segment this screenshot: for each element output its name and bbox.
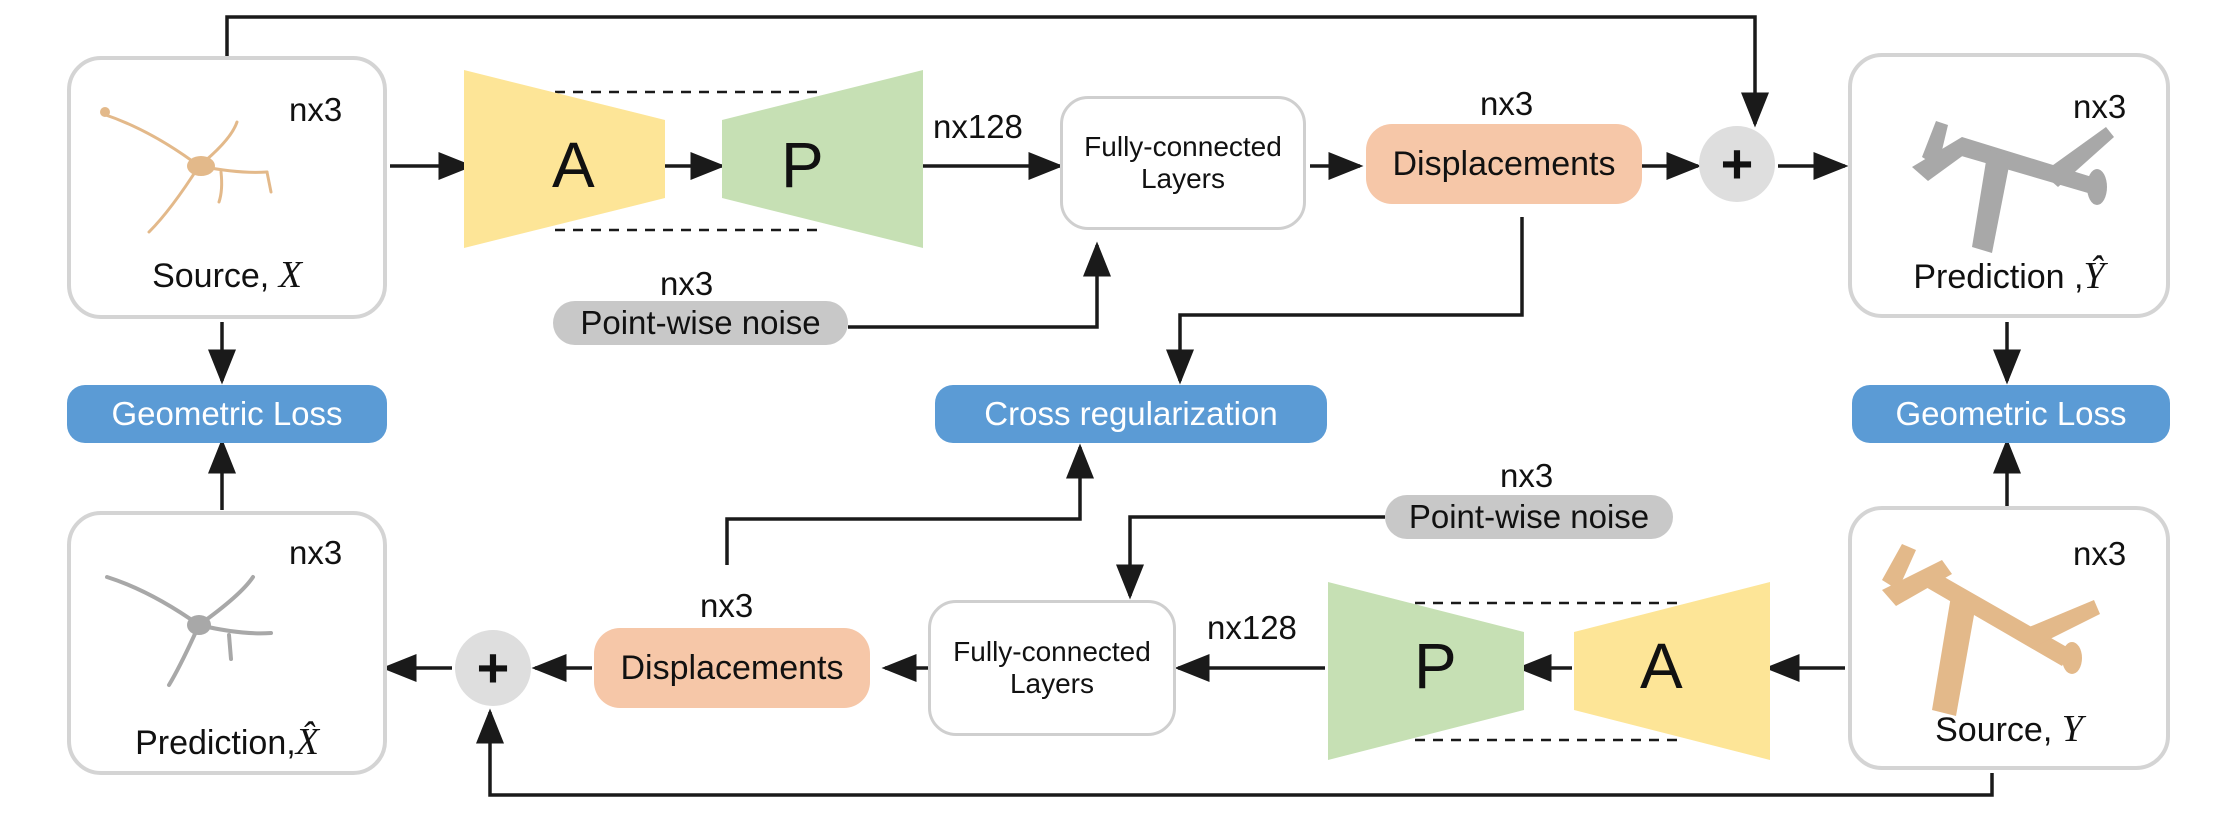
- source-x-panel: nx3 Source, X: [67, 56, 387, 319]
- source-x-var: X: [278, 254, 302, 296]
- prediction-xhat-dim: nx3: [289, 534, 343, 571]
- bottom-displacements-box: Displacements: [594, 628, 870, 708]
- prediction-yhat-panel: nx3 Prediction ,Ŷ: [1848, 53, 2170, 318]
- bottom-noise-dim: nx3: [1500, 457, 1554, 494]
- source-x-caption: Source, X: [71, 256, 383, 294]
- top-encoder-p-shape: [722, 70, 923, 248]
- prediction-xhat-point-cloud: [105, 575, 273, 687]
- prediction-yhat-label: Prediction ,: [1913, 258, 2084, 296]
- prediction-yhat-caption: Prediction ,Ŷ: [1852, 257, 2166, 295]
- prediction-xhat-panel: nx3 Prediction,X̂: [67, 511, 387, 775]
- top-disp-dim: nx3: [1480, 85, 1534, 122]
- bottom-disp-to-cross-arrow: [725, 443, 1094, 565]
- source-y-var: Y: [2061, 708, 2083, 750]
- source-y-point-cloud: [1882, 544, 2100, 716]
- left-geometric-loss: Geometric Loss: [67, 385, 387, 443]
- top-noise-pill: Point-wise noise: [553, 301, 848, 345]
- top-displacements-box: Displacements: [1366, 124, 1642, 204]
- cross-regularization: Cross regularization: [935, 385, 1327, 443]
- bottom-disp-dim: nx3: [700, 587, 754, 624]
- bottom-encoder-a-shape: [1574, 582, 1770, 760]
- prediction-xhat-label: Prediction,: [135, 724, 296, 762]
- prediction-xhat-caption: Prediction,X̂: [71, 723, 383, 761]
- bottom-skip-arrow: [476, 708, 1994, 797]
- bottom-noise-to-fc-arrow: [1116, 515, 1385, 600]
- prediction-yhat-dim: nx3: [2073, 88, 2127, 125]
- bottom-noise-pill: Point-wise noise: [1385, 495, 1673, 539]
- bottom-encoder-a-label: A: [1640, 630, 1683, 702]
- encoder-guides: [555, 90, 1685, 742]
- top-feature-dim: nx128: [933, 108, 1023, 145]
- source-x-label: Source,: [152, 257, 279, 295]
- prediction-yhat-var: Ŷ: [2083, 255, 2105, 297]
- right-geometric-loss: Geometric Loss: [1852, 385, 2170, 443]
- top-disp-to-cross-arrow: [1166, 217, 1524, 385]
- bottom-fc-line1: Fully-connected: [953, 635, 1151, 667]
- prediction-xhat-var: X̂: [295, 721, 319, 763]
- prediction-yhat-point-cloud: [1912, 121, 2114, 253]
- top-fc-line1: Fully-connected: [1084, 130, 1282, 162]
- top-plus-node: +: [1699, 126, 1775, 202]
- top-encoder-a-shape: [464, 70, 665, 248]
- source-y-panel: nx3 Source, Y: [1848, 506, 2170, 770]
- top-noise-to-fc-arrow: [848, 241, 1111, 329]
- top-fc-layers-box: Fully-connected Layers: [1060, 96, 1306, 230]
- bottom-feature-dim: nx128: [1207, 609, 1297, 646]
- top-encoder-p-label: P: [781, 129, 824, 201]
- source-x-point-cloud: [100, 107, 273, 234]
- source-y-caption: Source, Y: [1852, 710, 2166, 748]
- source-y-label: Source,: [1935, 711, 2062, 749]
- bottom-encoder-p-label: P: [1414, 630, 1457, 702]
- source-x-dim: nx3: [289, 91, 343, 128]
- source-y-dim: nx3: [2073, 535, 2127, 572]
- bottom-encoder-p-shape: [1328, 582, 1524, 760]
- top-encoder-a-label: A: [552, 129, 595, 201]
- top-noise-dim: nx3: [660, 265, 714, 302]
- top-skip-arrow: [225, 15, 1769, 128]
- bottom-fc-layers-box: Fully-connected Layers: [928, 600, 1176, 736]
- bottom-plus-node: +: [455, 630, 531, 706]
- bottom-fc-line2: Layers: [1009, 668, 1095, 699]
- top-fc-line2: Layers: [1140, 163, 1226, 194]
